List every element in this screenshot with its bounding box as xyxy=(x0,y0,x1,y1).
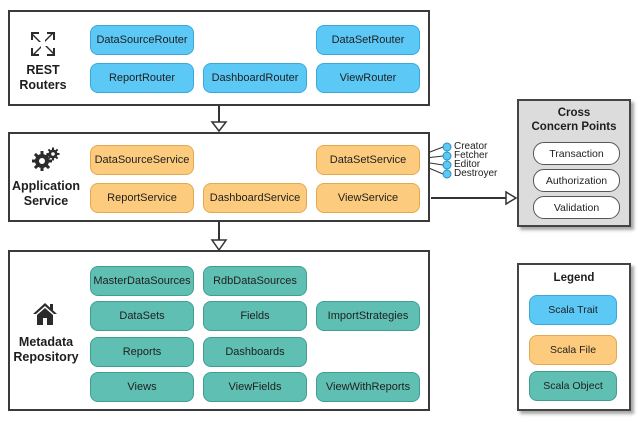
viewfields-node[interactable]: ViewFields xyxy=(203,372,307,402)
authorization-item[interactable]: Authorization xyxy=(533,169,620,192)
dashboards-node[interactable]: Dashboards xyxy=(203,337,307,367)
importstrategies-node[interactable]: ImportStrategies xyxy=(316,301,420,331)
datasets-node[interactable]: DataSets xyxy=(90,301,194,331)
application-service-title-line1: Application xyxy=(11,179,81,193)
views-node[interactable]: Views xyxy=(90,372,194,402)
dashboardservice-node[interactable]: DashboardService xyxy=(203,183,307,213)
service-to-cross-arrowhead xyxy=(505,190,518,206)
legend-title: Legend xyxy=(553,272,595,284)
masterdatasources-node[interactable]: MasterDataSources xyxy=(90,266,194,296)
metadata-repository-title-line1: Metadata xyxy=(18,335,74,349)
routers-to-service-arrowhead xyxy=(210,121,228,133)
application-service-title-line2: Service xyxy=(23,194,69,208)
metadata-repository-title-line2: Repository xyxy=(13,350,79,364)
metadata-repository-layer: Metadata Repository MasterDataSources Rd… xyxy=(8,250,430,411)
destroyer-label: Destroyer xyxy=(454,168,498,179)
dashboardrouter-node[interactable]: DashboardRouter xyxy=(203,63,307,93)
datasetservice-node[interactable]: DataSetService xyxy=(316,145,420,175)
editor-node-icon xyxy=(442,160,452,170)
cross-concern-box: Cross Concern Points Transaction Authori… xyxy=(517,99,631,227)
application-service-layer: Application Service DataSourceService Da… xyxy=(8,132,430,222)
cross-concern-title-line1: Cross xyxy=(557,107,591,119)
reports-node[interactable]: Reports xyxy=(90,337,194,367)
creator-node-icon xyxy=(442,142,452,152)
viewrouter-node[interactable]: ViewRouter xyxy=(316,63,420,93)
reportservice-node[interactable]: ReportService xyxy=(90,183,194,213)
legend-scala-object: Scala Object xyxy=(529,371,617,401)
viewwithreports-node[interactable]: ViewWithReports xyxy=(316,372,420,402)
rest-routers-title: REST Routers xyxy=(10,63,76,93)
legend-scala-file: Scala File xyxy=(529,335,617,365)
rest-routers-layer: REST Routers DataSourceRouter DataSetRou… xyxy=(8,10,430,106)
gears-icon xyxy=(32,147,60,171)
rest-routers-title-line2: Routers xyxy=(19,78,67,92)
fetcher-label: Fetcher xyxy=(454,150,488,161)
creator-label: Creator xyxy=(454,141,488,152)
fields-node[interactable]: Fields xyxy=(203,301,307,331)
validation-item[interactable]: Validation xyxy=(533,196,620,219)
reportrouter-node[interactable]: ReportRouter xyxy=(90,63,194,93)
viewservice-node[interactable]: ViewService xyxy=(316,183,420,213)
cross-concern-title: Cross Concern Points xyxy=(519,106,629,134)
rdbdatasources-node[interactable]: RdbDataSources xyxy=(203,266,307,296)
editor-label: Editor xyxy=(454,159,481,170)
rest-routers-title-line1: REST xyxy=(26,63,60,77)
service-to-repository-arrowhead xyxy=(210,239,228,252)
metadata-repository-title: Metadata Repository xyxy=(10,335,82,365)
arrows-in-icon xyxy=(31,32,55,56)
datasourceservice-node[interactable]: DataSourceService xyxy=(90,145,194,175)
legend-box: Legend Scala Trait Scala File Scala Obje… xyxy=(517,263,631,411)
house-icon xyxy=(33,303,57,325)
transaction-item[interactable]: Transaction xyxy=(533,142,620,165)
legend-scala-trait: Scala Trait xyxy=(529,295,617,325)
datasourcerouter-node[interactable]: DataSourceRouter xyxy=(90,25,194,55)
fetcher-node-icon xyxy=(442,151,452,161)
application-service-title: Application Service xyxy=(10,179,82,209)
destroyer-node-icon xyxy=(442,169,452,179)
datasetrouter-node[interactable]: DataSetRouter xyxy=(316,25,420,55)
cross-concern-title-line2: Concern Points xyxy=(531,121,617,133)
